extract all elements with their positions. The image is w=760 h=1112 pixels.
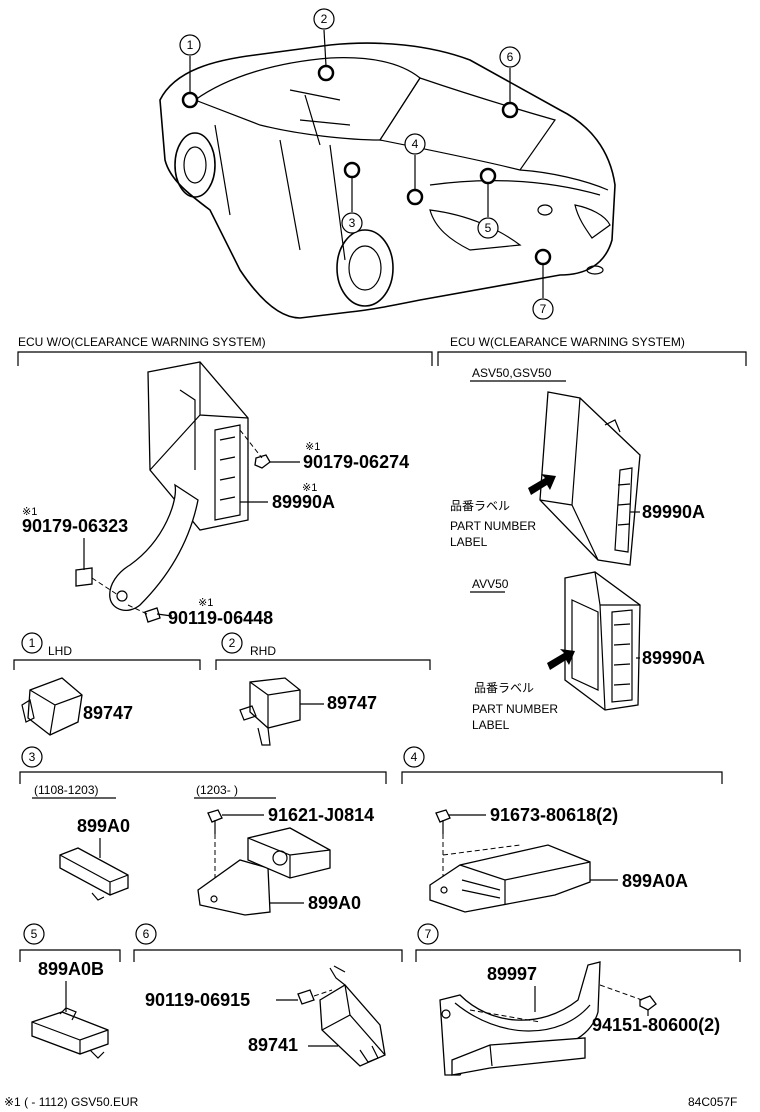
star-note-2: ※1 — [302, 482, 317, 494]
part-number-89747-rhd: 89747 — [327, 693, 377, 713]
sensor-rhd-drawing — [239, 677, 301, 746]
bracket-89997-drawing — [439, 961, 657, 1076]
car-callout-2: 2 — [313, 8, 335, 30]
label-jp-2: 品番ラベル — [474, 681, 534, 695]
rhd-label: RHD — [250, 644, 276, 658]
part-number-89997: 89997 — [487, 964, 537, 984]
car-callout-6: 6 — [499, 46, 521, 68]
svg-text:3: 3 — [349, 216, 356, 230]
svg-text:4: 4 — [411, 750, 418, 764]
svg-text:7: 7 — [540, 302, 547, 316]
range-1203: (1203- ) — [196, 783, 238, 797]
car-illustration — [159, 29, 616, 319]
sensor-lhd-drawing — [21, 677, 83, 736]
section-bracket-ecu-wo — [17, 351, 433, 366]
svg-text:2: 2 — [229, 636, 236, 650]
svg-text:3: 3 — [29, 750, 36, 764]
ecu-w-asv-drawing — [539, 391, 641, 566]
svg-text:4: 4 — [412, 137, 419, 151]
section-1-bracket — [13, 659, 201, 670]
svg-text:1: 1 — [29, 636, 36, 650]
sensor-899a0b-drawing — [31, 1007, 109, 1059]
part-number-91621-j0814: 91621-J0814 — [268, 805, 374, 825]
antenna-899a0-b-drawing — [197, 809, 331, 916]
footnote: ※1 ( - 1112) GSV50.EUR — [4, 1095, 139, 1109]
label-label-2: LABEL — [472, 718, 510, 732]
section-7-callout: 7 — [417, 923, 439, 945]
svg-text:5: 5 — [31, 927, 38, 941]
part-number-899a0-a: 899A0 — [77, 816, 130, 836]
car-callout-7: 7 — [532, 298, 554, 320]
section-3-bracket — [19, 771, 387, 784]
section-1-callout: 1 — [21, 632, 43, 654]
svg-text:6: 6 — [143, 927, 150, 941]
svg-text:5: 5 — [485, 221, 492, 235]
part-number-899a0a: 899A0A — [622, 871, 688, 891]
section-7-bracket — [415, 949, 741, 962]
section-2-bracket — [215, 659, 431, 670]
ecu-899a0a-drawing — [429, 809, 591, 913]
part-number-89747-lhd: 89747 — [83, 703, 133, 723]
part-number-94151-80600: 94151-80600(2) — [592, 1015, 720, 1035]
section-3-callout: 3 — [21, 746, 43, 768]
part-number-89990a-asv: 89990A — [642, 502, 705, 522]
svg-text:1: 1 — [187, 38, 194, 52]
svg-text:7: 7 — [425, 927, 432, 941]
section-5-callout: 5 — [23, 923, 45, 945]
star-note-4: ※1 — [198, 597, 213, 609]
label-label-1: LABEL — [450, 535, 488, 549]
part-number-90179-06323: 90179-06323 — [22, 516, 128, 536]
section-6-bracket — [133, 949, 403, 962]
part-number-90119-06448: 90119-06448 — [168, 608, 273, 628]
model-asv50-gsv50: ASV50,GSV50 — [472, 366, 552, 380]
section-2-callout: 2 — [221, 632, 243, 654]
section-6-callout: 6 — [135, 923, 157, 945]
ecu-wo-drawing — [75, 361, 271, 623]
model-avv50: AVV50 — [472, 577, 509, 591]
sensor-89741-drawing — [297, 965, 386, 1067]
car-callout-5: 5 — [477, 217, 499, 239]
car-callout-3: 3 — [341, 212, 363, 234]
part-number-89990a-avv: 89990A — [642, 648, 705, 668]
label-part-number-1: PART NUMBER — [450, 519, 536, 533]
label-part-number-2: PART NUMBER — [472, 702, 558, 716]
section-5-bracket — [19, 949, 121, 962]
section-4-bracket — [401, 771, 723, 784]
part-number-89990a-wo: 89990A — [272, 492, 335, 512]
car-callout-4: 4 — [404, 133, 426, 155]
svg-text:2: 2 — [321, 12, 328, 26]
antenna-899a0-a-drawing — [59, 847, 129, 901]
star-note-1: ※1 — [305, 441, 320, 453]
figure-code: 84C057F — [688, 1095, 737, 1109]
part-number-899a0-b: 899A0 — [308, 893, 361, 913]
section-bracket-ecu-w — [437, 351, 747, 366]
lhd-label: LHD — [48, 644, 72, 658]
arrow-icon-2 — [547, 649, 575, 670]
svg-text:6: 6 — [507, 50, 514, 64]
part-number-90119-06915: 90119-06915 — [145, 990, 250, 1010]
section-title-ecu-wo: ECU W/O(CLEARANCE WARNING SYSTEM) — [18, 335, 266, 349]
range-1108-1203: (1108-1203) — [34, 783, 99, 797]
star-note-3: ※1 — [22, 506, 37, 518]
ecu-w-avv-drawing — [564, 571, 641, 711]
label-jp-1: 品番ラベル — [450, 499, 510, 513]
part-number-89741: 89741 — [248, 1035, 298, 1055]
section-4-callout: 4 — [403, 746, 425, 768]
part-number-90179-06274: 90179-06274 — [303, 452, 409, 472]
part-number-899a0b: 899A0B — [38, 959, 104, 979]
car-callout-1: 1 — [179, 34, 201, 56]
arrow-icon — [528, 474, 556, 495]
part-number-91673-80618: 91673-80618(2) — [490, 805, 618, 825]
section-title-ecu-w: ECU W(CLEARANCE WARNING SYSTEM) — [450, 335, 685, 349]
